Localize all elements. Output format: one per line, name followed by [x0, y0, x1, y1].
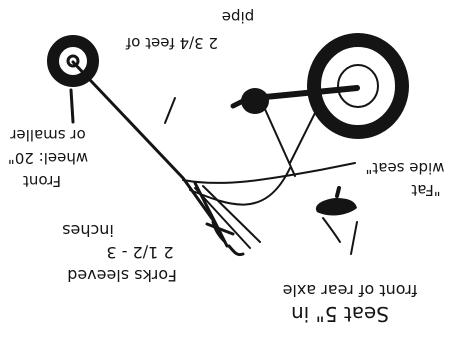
- label-pipe: 2 3/4 feet of pipe: [125, 8, 254, 52]
- label-front-line2: wheel: 20": [8, 149, 88, 167]
- label-seat: "Fat wide seat": [366, 159, 445, 199]
- pointer-seat: [351, 222, 357, 254]
- main-pipe: [73, 62, 213, 220]
- label-axle-line2: front of rear axle: [283, 281, 418, 300]
- label-pipe-line2: pipe: [222, 8, 254, 26]
- seat-post: [337, 188, 339, 196]
- frame-lower: [183, 163, 355, 183]
- pointer-axle: [323, 218, 340, 242]
- label-seat-line2: wide seat": [366, 159, 445, 177]
- label-front-line3: or smaller: [9, 126, 85, 144]
- pointer-pipe: [165, 98, 175, 123]
- label-forks-line2: 2 1/2 - 3: [106, 243, 173, 262]
- label-forks: Forks sleeved 2 1/2 - 3 inches: [62, 221, 177, 285]
- label-front-line1: Front: [23, 172, 61, 190]
- label-axle-line1: Seat 5" in: [291, 302, 389, 326]
- label-front-wheel: Front wheel: 20" or smaller: [8, 126, 88, 190]
- label-forks-line3: inches: [62, 221, 114, 240]
- label-pipe-line1: 2 3/4 feet of: [125, 34, 218, 52]
- label-axle: Seat 5" in front of rear axle: [283, 281, 418, 326]
- pointer-front: [71, 90, 73, 122]
- hub-stub: [233, 101, 243, 106]
- frame-cross: [260, 98, 320, 176]
- label-forks-line1: Forks sleeved: [67, 266, 177, 285]
- seat: [316, 198, 357, 215]
- label-seat-line1: "Fat: [411, 181, 440, 199]
